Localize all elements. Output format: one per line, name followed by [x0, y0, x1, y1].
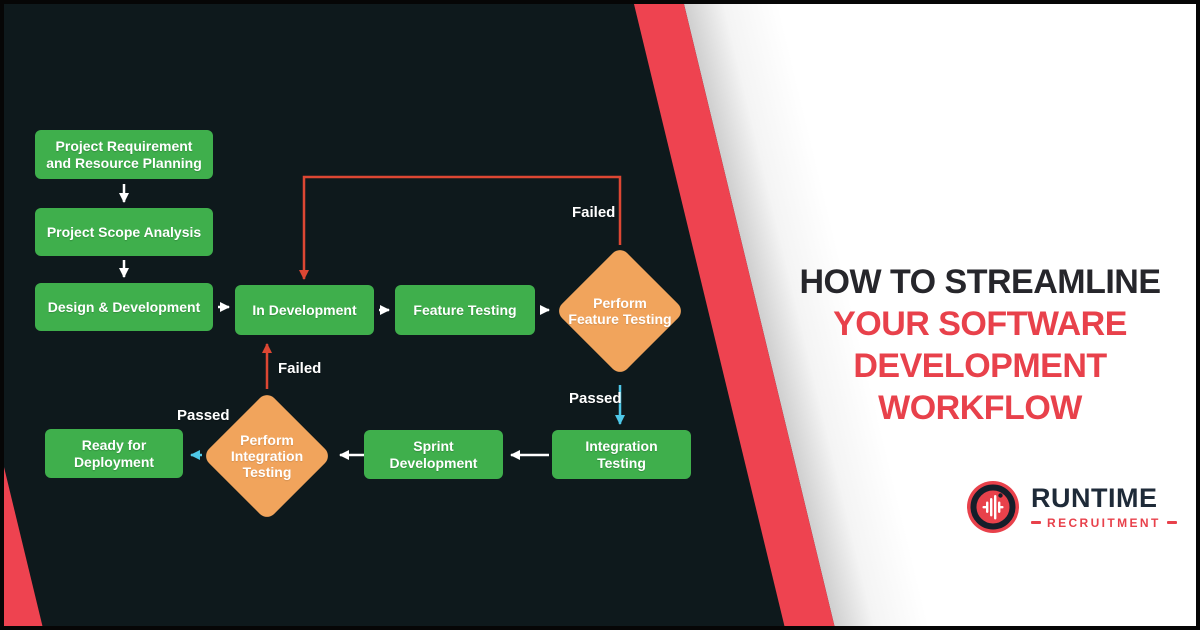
node-label: Sprint Development	[389, 437, 478, 471]
node-feature-testing: Feature Testing	[395, 285, 535, 335]
edge-label-integration-passed: Passed	[177, 407, 230, 424]
node-ready-for-deployment: Ready for Deployment	[45, 429, 183, 478]
node-project-scope-analysis: Project Scope Analysis	[35, 208, 213, 256]
edge-label-feature-passed: Passed	[569, 390, 622, 407]
runtime-recruitment-logo: RUNTIME RECRUITMENT	[966, 480, 1177, 534]
decision-perform-feature-testing: Perform Feature Testing	[554, 245, 686, 377]
edge-label-feature-failed: Failed	[572, 204, 616, 221]
node-label: Ready for Deployment	[73, 436, 155, 470]
node-label: Design & Development	[47, 298, 201, 315]
node-design-development: Design & Development	[35, 283, 213, 331]
page-title: HOW TO STREAMLINE YOUR SOFTWARE DEVELOPM…	[772, 261, 1188, 429]
edge-label-integration-failed: Failed	[278, 360, 322, 377]
node-in-development: In Development	[235, 285, 374, 335]
node-sprint-development: Sprint Development	[364, 430, 503, 479]
node-label: Project Scope Analysis	[46, 223, 202, 240]
title-line-3: DEVELOPMENT	[853, 347, 1107, 385]
tagline-dash-right	[1166, 521, 1177, 524]
logo-tagline-text: RECRUITMENT	[1047, 515, 1161, 530]
node-label: Project Requirement and Resource Plannin…	[46, 137, 202, 171]
node-integration-testing: Integration Testing	[552, 430, 691, 479]
node-label: Feature Testing	[413, 301, 517, 318]
node-label: Integration Testing	[585, 437, 658, 471]
logo-tagline: RECRUITMENT	[1031, 516, 1177, 530]
title-line-4: WORKFLOW	[878, 389, 1082, 427]
node-project-requirement: Project Requirement and Resource Plannin…	[35, 130, 213, 179]
title-line-2: YOUR SOFTWARE	[833, 305, 1127, 343]
logo-text: RUNTIME RECRUITMENT	[1031, 482, 1177, 530]
runtime-logo-icon	[967, 481, 1019, 533]
logo-name: RUNTIME	[1031, 482, 1158, 513]
node-label: In Development	[252, 301, 357, 318]
title-line-1: HOW TO STREAMLINE	[799, 263, 1161, 301]
decision-label: Perform Feature Testing	[568, 295, 672, 327]
tagline-dash-left	[1031, 521, 1041, 524]
